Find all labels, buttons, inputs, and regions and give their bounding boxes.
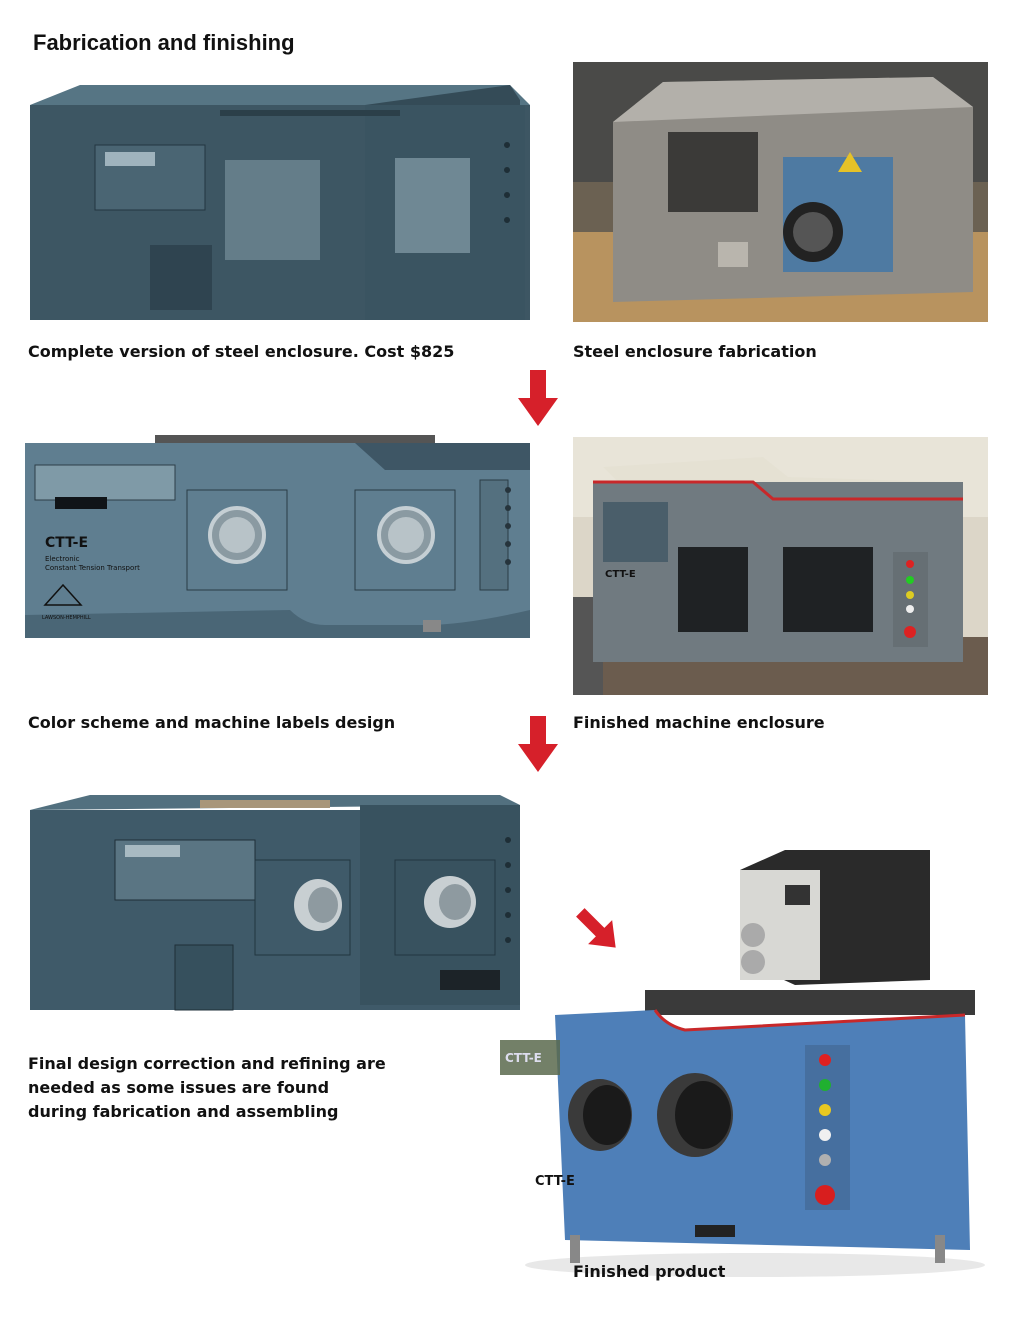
steel-enclosure-photo — [573, 62, 988, 322]
color-scheme-design-image: CTT-E Electronic Constant Tension Transp… — [25, 435, 530, 638]
product-display-label: CTT-E — [505, 1051, 542, 1065]
arrow-down-icon — [518, 370, 558, 426]
arrow-diagonal-icon — [576, 908, 616, 948]
caption-final-design-line-1: Final design correction and refining are — [28, 1054, 386, 1073]
label-model: CTT-E — [45, 535, 88, 551]
label-sub-2: Constant Tension Transport — [45, 564, 140, 572]
finished-enclosure-photo: CTT-E — [573, 437, 988, 695]
caption-steel-enclosure: Complete version of steel enclosure. Cos… — [28, 342, 455, 361]
caption-steel-fabrication: Steel enclosure fabrication — [573, 342, 817, 361]
caption-final-design: Final design correction and refining are… — [28, 1052, 386, 1124]
arrow-down-icon — [518, 716, 558, 772]
label-brand: LAWSON-HEMPHILL — [42, 615, 91, 621]
photo-label-model: CTT-E — [605, 569, 636, 580]
final-design-cad-image — [30, 795, 520, 1011]
caption-final-design-line-3: during fabrication and assembling — [28, 1102, 339, 1121]
cad-steel-enclosure-image — [30, 85, 530, 320]
finished-product-photo: CTT-E CTT-E — [500, 850, 985, 1277]
page-title: Fabrication and finishing — [33, 30, 295, 55]
caption-color-scheme: Color scheme and machine labels design — [28, 713, 396, 732]
caption-final-design-line-2: needed as some issues are found — [28, 1078, 330, 1097]
product-body-label: CTT-E — [535, 1174, 575, 1189]
caption-finished-enclosure: Finished machine enclosure — [573, 713, 825, 732]
caption-finished-product: Finished product — [573, 1262, 726, 1281]
label-sub-1: Electronic — [45, 555, 80, 563]
